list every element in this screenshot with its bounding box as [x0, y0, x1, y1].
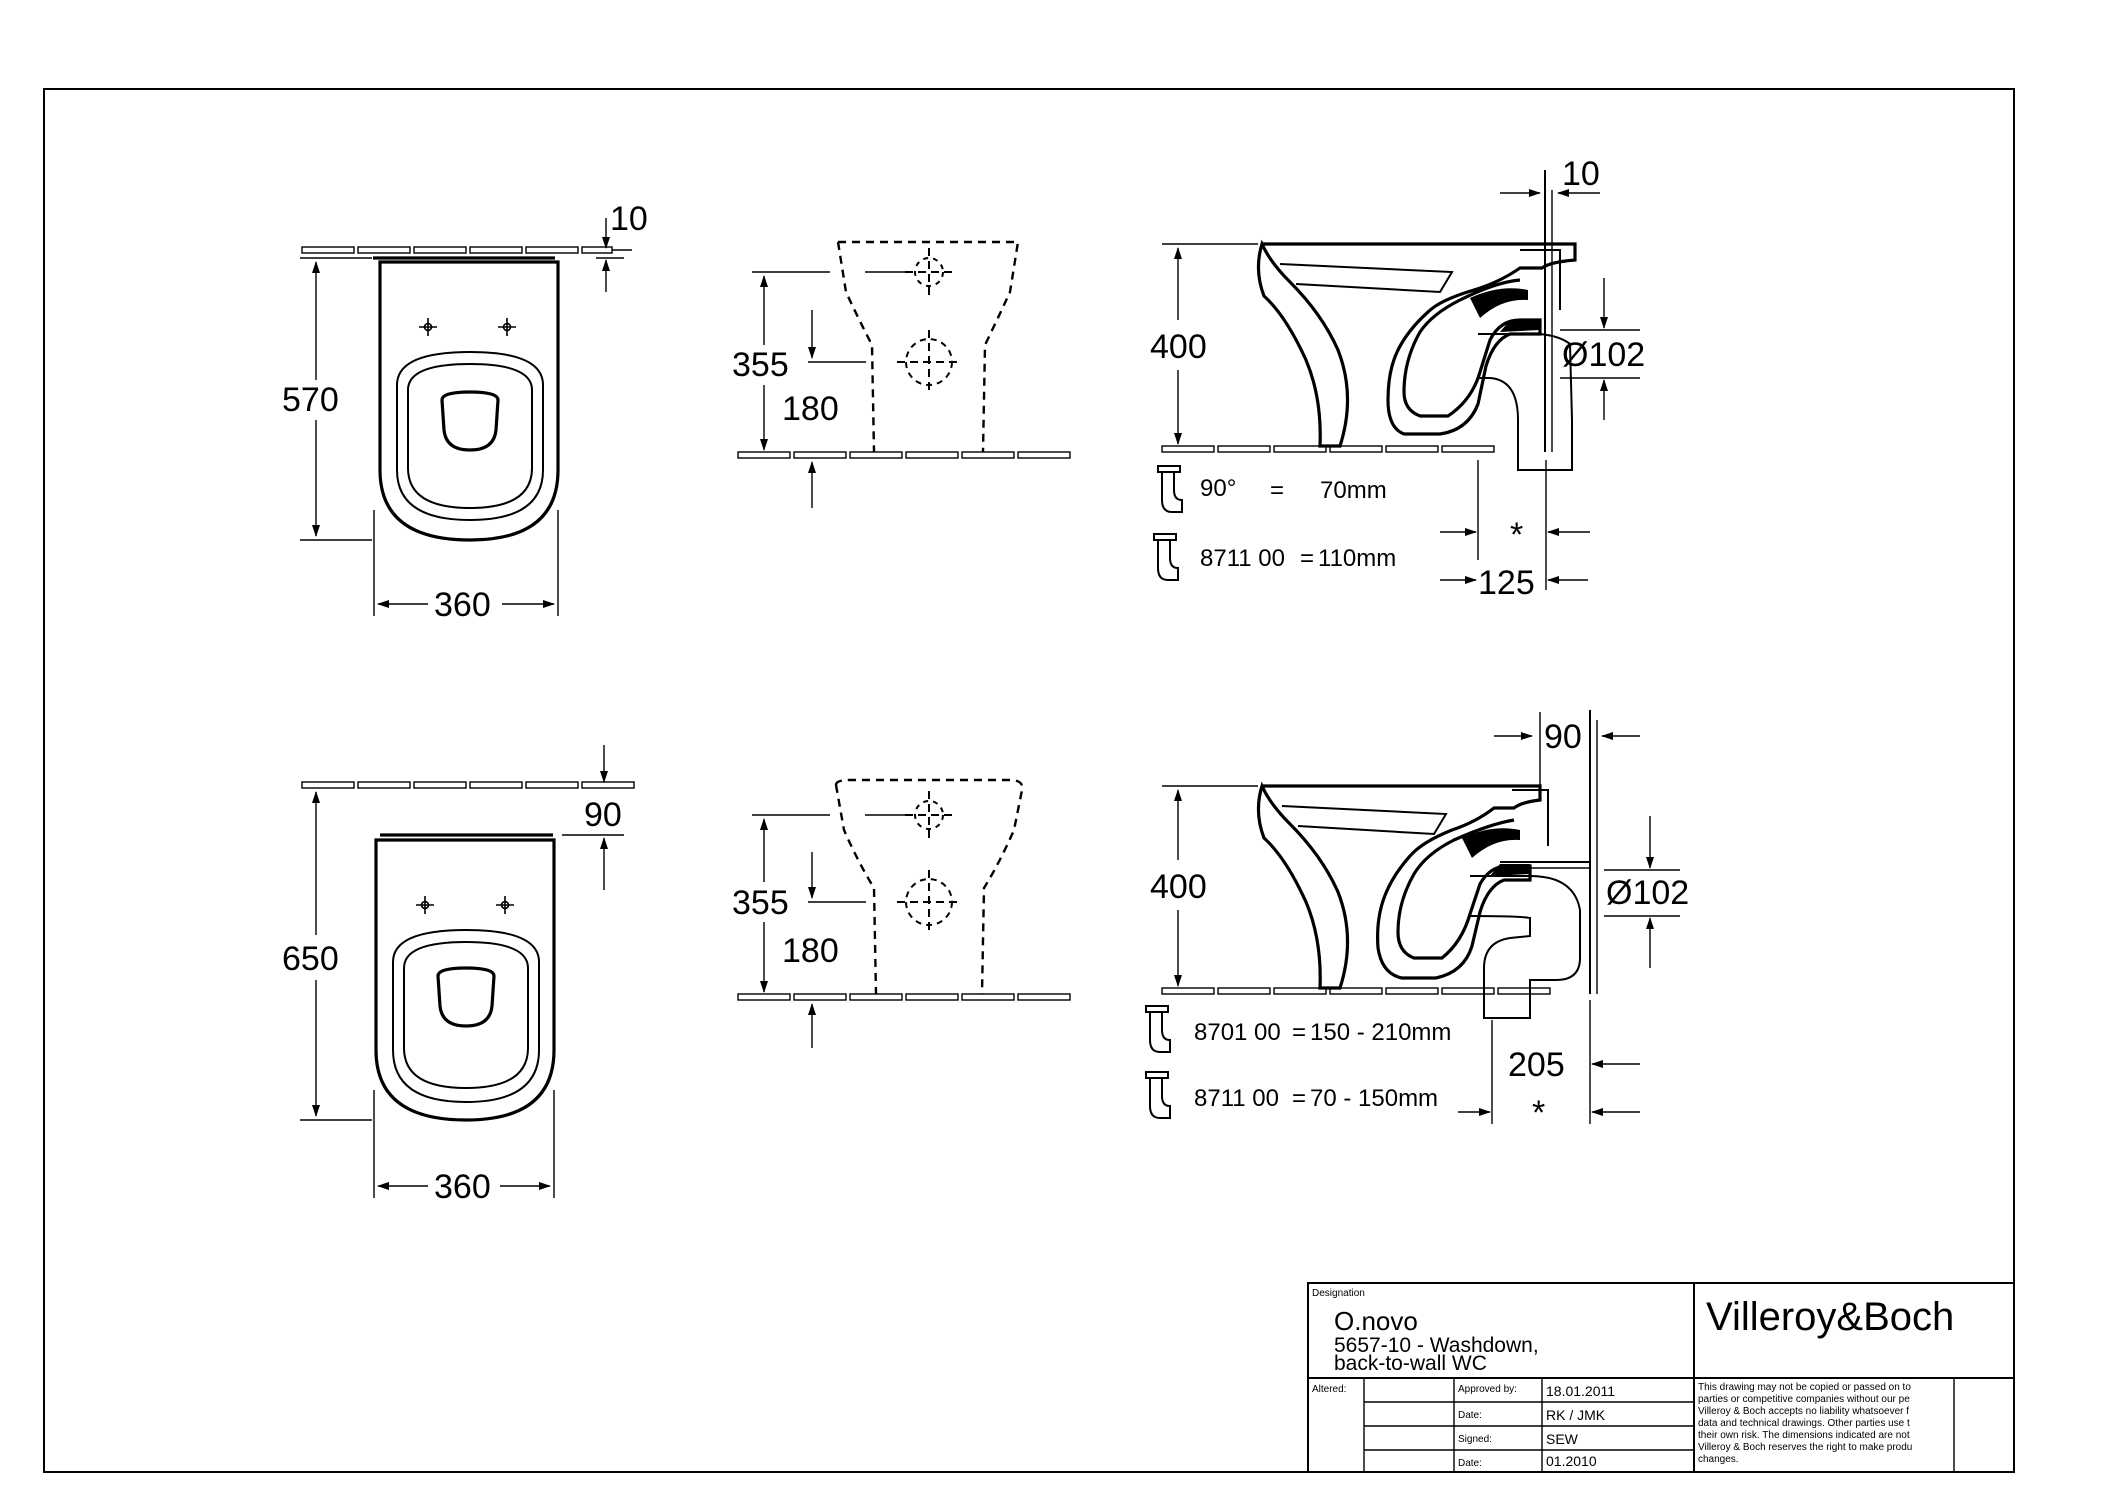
top-side-view: 10 400 Ø102 * 125 90° = 70mm 8711 00 = 1… [1150, 155, 1645, 602]
disclaimer-line-2: parties or competitive companies without… [1698, 1394, 1910, 1405]
bottom-side-outlet-distance: 205 [1508, 1046, 1565, 1084]
title-block: Designation O.novo 5657-10 - Washdown, b… [1307, 1282, 2015, 1473]
approved-by-label: Approved by: [1458, 1384, 1517, 1395]
top-plan-depth: 570 [282, 381, 339, 419]
disclaimer-line-1: This drawing may not be copied or passed… [1698, 1382, 1911, 1393]
top-side-variable-marker: * [1510, 516, 1523, 554]
date-value-2: 01.2010 [1546, 1453, 1597, 1469]
top-connector-1-eq: = [1270, 477, 1284, 504]
top-connector-1-code: 90° [1200, 475, 1236, 502]
top-connector-2-code: 8711 00 [1200, 545, 1285, 572]
date-label-2: Date: [1458, 1458, 1482, 1469]
disclaimer-line-7: changes. [1698, 1454, 1739, 1465]
pipe-bend-90-icon [1157, 465, 1183, 513]
bottom-plan-width: 360 [434, 1168, 491, 1206]
bottom-connector-2-code: 8711 00 [1194, 1085, 1279, 1112]
bottom-side-view: 90 400 Ø102 205 * 8701 00 = 150 - 210mm … [1145, 710, 1689, 1132]
top-side-wall-gap: 10 [1562, 155, 1600, 193]
pipe-connector-8701-icon [1145, 1005, 1171, 1053]
top-connector-2-eq: = [1300, 545, 1314, 572]
bottom-connector-2-value: 70 - 150mm [1310, 1085, 1438, 1112]
top-plan-wall-gap: 10 [610, 200, 648, 238]
top-side-outlet-distance: 125 [1478, 564, 1535, 602]
top-connector-1-value: 70mm [1320, 477, 1387, 504]
top-side-height: 400 [1150, 328, 1207, 366]
disclaimer-line-6: Villeroy & Boch reserves the right to ma… [1698, 1442, 1912, 1453]
pipe-connector-8711-icon [1145, 1071, 1171, 1119]
date-label-1: Date: [1458, 1410, 1482, 1421]
bottom-connector-1-code: 8701 00 [1194, 1019, 1281, 1046]
date-value-1: RK / JMK [1546, 1407, 1606, 1423]
sheet-border [43, 88, 2015, 1473]
pipe-connector-icon [1153, 533, 1179, 581]
product-name: O.novo [1334, 1306, 1418, 1336]
bottom-plan-depth: 650 [282, 940, 339, 978]
product-line-2: back-to-wall WC [1334, 1352, 1487, 1375]
bottom-side-wall-gap: 90 [1544, 718, 1582, 756]
bottom-side-variable-marker: * [1532, 1094, 1545, 1132]
top-plan-width: 360 [434, 586, 491, 624]
bottom-side-height: 400 [1150, 868, 1207, 906]
top-connector-2-value: 110mm [1318, 545, 1396, 572]
altered-label: Altered: [1312, 1384, 1346, 1395]
bottom-side-pipe-diameter: Ø102 [1606, 874, 1689, 912]
bottom-plan-view: 90 650 360 [282, 745, 635, 1206]
top-side-pipe-diameter: Ø102 [1562, 336, 1645, 374]
bottom-front-fixing-height: 355 [732, 884, 789, 922]
bottom-connector-2-eq: = [1292, 1085, 1306, 1112]
approved-by-value: 18.01.2011 [1546, 1383, 1615, 1399]
bottom-connector-1-value: 150 - 210mm [1310, 1019, 1451, 1046]
bottom-front-view: 355 180 [732, 778, 1071, 1048]
disclaimer-line-4: data and technical drawings. Other parti… [1698, 1418, 1910, 1429]
bottom-connector-1-eq: = [1292, 1019, 1306, 1046]
top-front-fixing-height: 355 [732, 346, 789, 384]
top-plan-view: 10 570 360 [282, 200, 648, 624]
product-line-1: 5657-10 - Washdown, [1334, 1334, 1539, 1357]
signed-label: Signed: [1458, 1434, 1492, 1445]
bottom-plan-wall-gap: 90 [584, 796, 622, 834]
brand-logo-text: Villeroy&Boch [1706, 1295, 1954, 1339]
bottom-front-outlet-height: 180 [782, 932, 839, 970]
top-front-outlet-height: 180 [782, 390, 839, 428]
top-front-view: 355 180 [732, 240, 1071, 508]
disclaimer-line-3: Villeroy & Boch accepts no liability wha… [1698, 1406, 1909, 1417]
designation-label: Designation [1312, 1288, 1365, 1299]
signed-value: SEW [1546, 1431, 1579, 1447]
disclaimer-line-5: their own risk. The dimensions indicated… [1698, 1430, 1910, 1441]
